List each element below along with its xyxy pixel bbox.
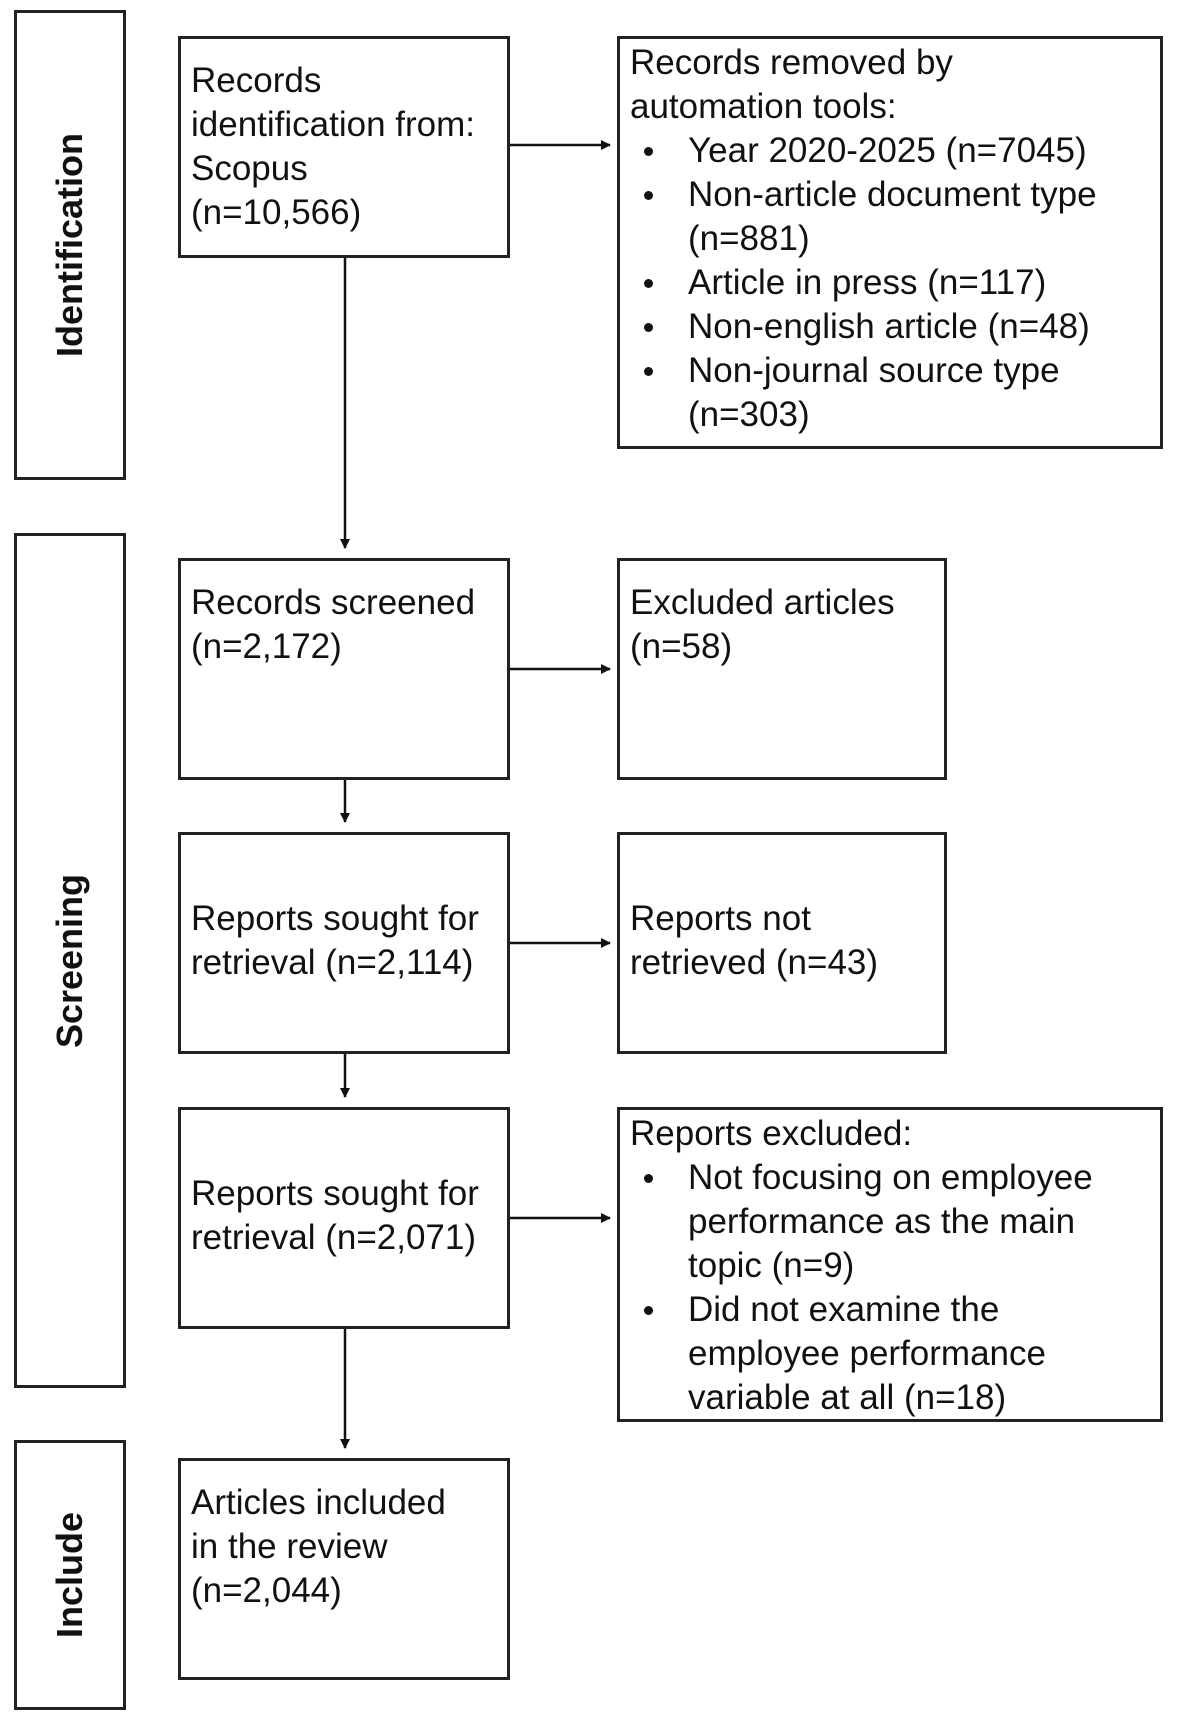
list-item: Article in press (n=117): [630, 261, 1150, 305]
list-item: Non-article document type (n=881): [630, 173, 1150, 261]
stage-identification: Identification: [14, 10, 126, 480]
reports-excluded-list: Not focusing on employee performance as …: [630, 1156, 1150, 1420]
stage-screening: Screening: [14, 533, 126, 1388]
records-screened-box: Records screened (n=2,172): [178, 558, 510, 780]
articles-included-box: Articles included in the review (n=2,044…: [178, 1458, 510, 1680]
list-item: Not focusing on employee performance as …: [630, 1156, 1150, 1288]
list-item: Non-journal source type (n=303): [630, 349, 1150, 437]
records-removed-list: Year 2020-2025 (n=7045) Non-article docu…: [630, 129, 1150, 437]
stage-include: Include: [14, 1440, 126, 1710]
list-item: Non-english article (n=48): [630, 305, 1150, 349]
reports-excluded-box: Reports excluded: Not focusing on employ…: [617, 1107, 1163, 1422]
records-identification-box: Records identification from: Scopus (n=1…: [178, 36, 510, 258]
reports-sought-retrieval-box-2: Reports sought for retrieval (n=2,071): [178, 1107, 510, 1329]
reports-sought-retrieval-box-1: Reports sought for retrieval (n=2,114): [178, 832, 510, 1054]
reports-not-retrieved-box: Reports not retrieved (n=43): [617, 832, 947, 1054]
list-item: Did not examine the employee performance…: [630, 1288, 1150, 1420]
records-removed-box: Records removed by automation tools: Yea…: [617, 36, 1163, 449]
excluded-articles-box: Excluded articles (n=58): [617, 558, 947, 780]
list-item: Year 2020-2025 (n=7045): [630, 129, 1150, 173]
